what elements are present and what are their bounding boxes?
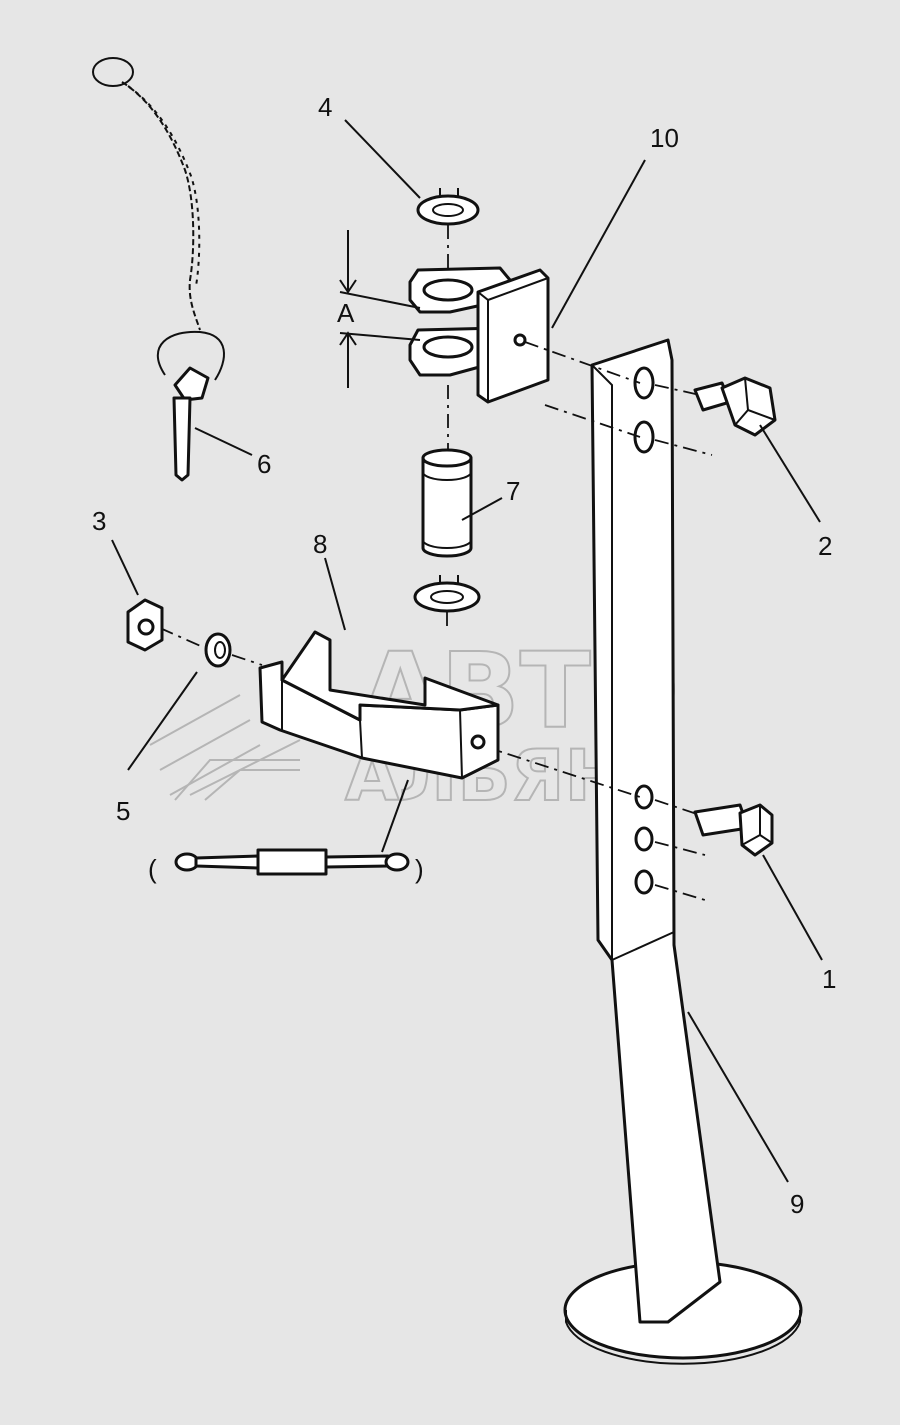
foot-plate-edge xyxy=(565,1310,801,1365)
leg-edge xyxy=(591,364,613,960)
callout-3: 3 xyxy=(92,506,106,536)
clevis-bracket xyxy=(408,266,550,404)
leg-hole-3 xyxy=(634,784,654,810)
leader-2 xyxy=(759,424,821,523)
dimension-extension-lines xyxy=(339,291,421,341)
callout-10: 10 xyxy=(650,123,679,153)
lower-bolt-head-facets xyxy=(741,805,773,846)
leg-lower-edge xyxy=(611,959,641,1323)
upper-bolt xyxy=(693,376,777,437)
callout-labels: 1 2 3 4 5 6 7 8 9 10 xyxy=(92,92,836,1219)
axis-leg-to-bolt-2 xyxy=(654,384,701,396)
turnbuckle-barrel xyxy=(256,848,328,876)
lower-circlip xyxy=(413,575,481,613)
leader-1 xyxy=(762,854,823,961)
callout-1: 1 xyxy=(822,964,836,994)
upper-bolt-head-facets xyxy=(734,377,776,426)
upper-circlip-ring xyxy=(416,194,480,226)
dimension-label: A xyxy=(337,298,355,328)
axis-leg-hole-2 xyxy=(654,439,713,456)
holder-channel-hole xyxy=(470,734,486,750)
square-nut-hole xyxy=(137,618,155,636)
lower-circlip-ring xyxy=(413,581,481,613)
leader-7 xyxy=(461,497,503,521)
upper-circlip-inner xyxy=(432,203,464,217)
lower-bolt-head xyxy=(738,803,774,857)
washer-hole xyxy=(214,641,226,659)
holder-channel-edges xyxy=(281,680,463,779)
leader-9 xyxy=(687,1011,789,1183)
pin-grooves xyxy=(422,471,472,549)
leader-8 xyxy=(324,557,346,631)
dimension-a: A xyxy=(337,230,421,388)
square-nut xyxy=(126,598,164,652)
bracket-plate xyxy=(476,268,550,404)
spring-loop xyxy=(157,330,225,381)
chain-outline xyxy=(127,85,201,287)
turnbuckle-alternative: ( ) xyxy=(148,848,424,884)
assembly-axes xyxy=(159,225,713,901)
clevis-lower-hole xyxy=(422,335,474,359)
axis-bracket-to-leg xyxy=(524,341,641,384)
leader-turnbuckle xyxy=(381,779,409,853)
bracket-close: ) xyxy=(415,854,424,884)
clevis-upper-hole xyxy=(422,278,474,302)
holder-channel-inner xyxy=(280,630,500,722)
turnbuckle-rod-right xyxy=(324,854,390,869)
leader-lines xyxy=(111,119,823,1183)
washer-ring xyxy=(204,632,232,668)
bracket-plate-edge xyxy=(477,277,549,402)
axis-washer-to-holder xyxy=(231,654,263,666)
callout-6: 6 xyxy=(257,449,271,479)
leader-5 xyxy=(127,671,198,771)
leg-hole-1 xyxy=(633,366,655,400)
chain-ring xyxy=(92,57,134,87)
lower-circlip-ears xyxy=(439,575,459,583)
leg-hole-2 xyxy=(633,420,655,454)
pin-shank xyxy=(172,396,192,482)
leg-body xyxy=(590,338,722,1324)
holder-channel xyxy=(258,630,500,780)
bracket-open: ( xyxy=(148,854,157,884)
lower-bolt xyxy=(693,803,774,857)
callout-7: 7 xyxy=(506,476,520,506)
pin-body xyxy=(421,456,473,558)
leg-bend xyxy=(611,931,675,961)
leader-3 xyxy=(111,539,139,596)
callout-8: 8 xyxy=(313,529,327,559)
leader-4 xyxy=(344,119,421,199)
upper-circlip xyxy=(416,188,480,226)
lower-circlip-inner xyxy=(430,590,464,604)
axis-leg-hole-5 xyxy=(654,884,706,901)
callout-4: 4 xyxy=(318,92,332,122)
pin-head xyxy=(173,366,210,402)
callout-5: 5 xyxy=(116,796,130,826)
leader-10 xyxy=(551,159,646,329)
callout-9: 9 xyxy=(790,1189,804,1219)
support-leg xyxy=(563,338,803,1365)
axis-bracket-to-leg-2 xyxy=(544,404,641,438)
watermark-logo xyxy=(149,694,301,801)
axis-nut-to-washer xyxy=(159,627,206,649)
turnbuckle-rod-left xyxy=(194,854,260,870)
turnbuckle-eye-right xyxy=(384,852,410,872)
callout-2: 2 xyxy=(818,531,832,561)
leg-hole-4 xyxy=(634,826,654,852)
axis-leg-to-bolt-1 xyxy=(654,799,701,816)
pivot-pin xyxy=(421,448,473,558)
leg-hole-5 xyxy=(634,869,654,895)
pin-top xyxy=(421,448,473,468)
bracket-hole xyxy=(513,333,527,347)
washer xyxy=(204,632,232,668)
axis-leg-hole-4 xyxy=(654,841,706,856)
linch-pin xyxy=(92,57,225,482)
upper-circlip-ears xyxy=(439,188,459,196)
leader-6 xyxy=(194,427,253,456)
chain xyxy=(121,81,201,331)
